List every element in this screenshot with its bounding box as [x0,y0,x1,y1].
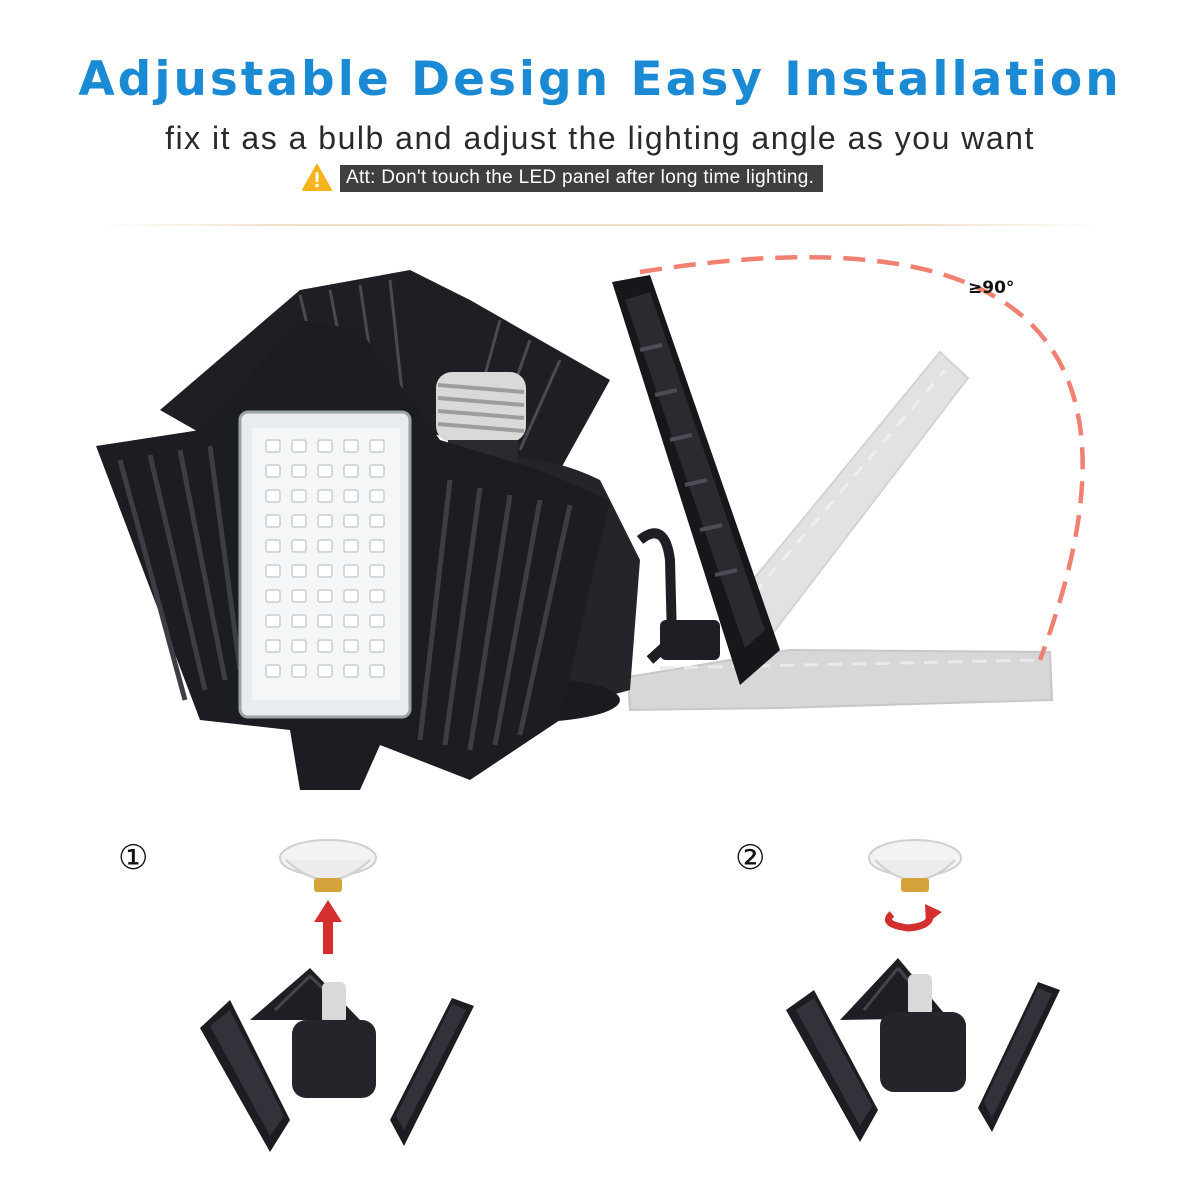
led-chip [317,514,333,528]
arrow-up-icon [314,900,342,954]
led-chip [343,464,359,478]
led-chip [369,514,385,528]
led-chip [317,464,333,478]
led-chip [343,514,359,528]
ceiling-socket [279,839,377,892]
led-chip [369,664,385,678]
warning-triangle-icon [302,164,332,191]
fixture-fins [117,445,573,751]
led-chip [317,614,333,628]
led-chip [291,464,307,478]
led-chip [291,539,307,553]
led-chip [369,439,385,453]
led-chip [291,564,307,578]
led-chip [265,589,281,603]
led-chip [265,664,281,678]
adjustable-panel-raised [612,275,780,685]
led-chip [343,439,359,453]
led-chip [317,639,333,653]
led-chip [317,589,333,603]
led-chip [369,614,385,628]
led-chip [369,489,385,503]
led-chip [343,664,359,678]
angle-label: ≥90° [968,278,1014,298]
rotate-arrow-icon [885,904,942,932]
led-chip [343,614,359,628]
led-chip [265,564,281,578]
step-2-illustration [786,839,1060,1142]
led-chip [369,464,385,478]
led-chip [265,514,281,528]
led-chip [265,464,281,478]
led-chip [369,539,385,553]
step-2-number: ② [735,838,766,878]
led-chip [343,564,359,578]
led-chip [317,539,333,553]
led-chip [291,589,307,603]
led-chip [265,614,281,628]
led-chip [343,539,359,553]
led-chip-grid [265,439,385,678]
led-chip [369,589,385,603]
led-chip [317,439,333,453]
hero-fixture-illustration: ≥90° [96,254,1085,790]
ceiling-socket [868,839,962,892]
led-chip [317,664,333,678]
warning-text: Att: Don't touch the LED panel after lon… [340,164,824,192]
led-chip [369,639,385,653]
led-chip [265,639,281,653]
led-chip [369,564,385,578]
led-chip [265,539,281,553]
led-chip [343,489,359,503]
led-chip [265,439,281,453]
step-1-number: ① [118,838,149,878]
led-chip [317,489,333,503]
led-chip [317,564,333,578]
led-chip [291,489,307,503]
divider [100,224,1100,226]
led-chip [291,614,307,628]
led-chip [343,639,359,653]
led-chip [291,664,307,678]
step-1-illustration [200,839,474,1152]
subtitle: fix it as a bulb and adjust the lighting… [165,120,1035,156]
led-chip [291,439,307,453]
mini-fixture [200,968,474,1152]
led-chip [265,489,281,503]
warning-notice: Att: Don't touch the LED panel after lon… [302,164,824,192]
led-chip [291,639,307,653]
page-title: Adjustable Design Easy Installation [78,52,1122,107]
led-panel [238,410,412,719]
mini-fixture [786,958,1060,1142]
led-chip [343,589,359,603]
angle-arc [639,254,1085,661]
led-chip [291,514,307,528]
